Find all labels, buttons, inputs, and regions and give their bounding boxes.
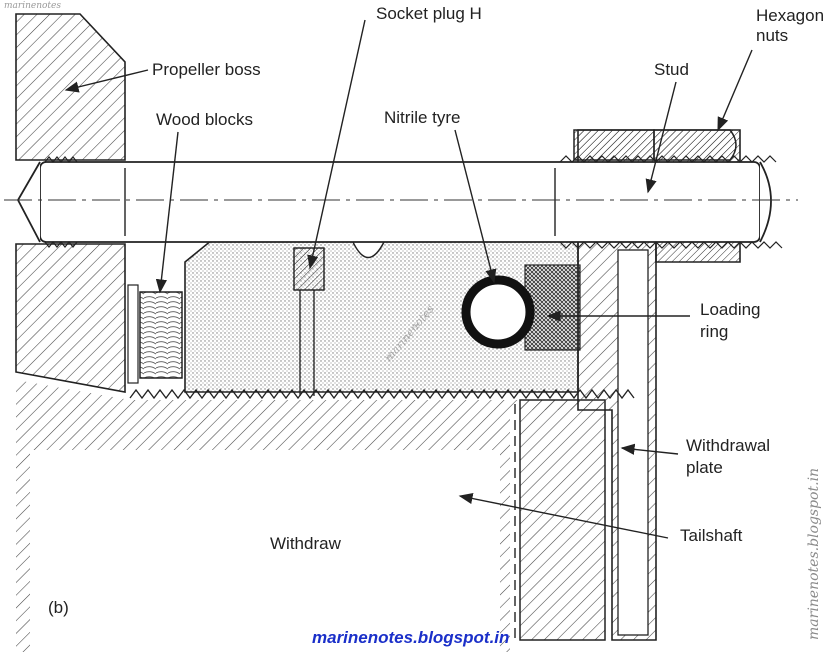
credit-link[interactable]: marinenotes.blogspot.in bbox=[312, 628, 510, 647]
leader-withdrawal-plate bbox=[620, 443, 679, 455]
watermark-side: marinenotes.blogspot.in bbox=[806, 467, 822, 640]
label-loading-ring-line1: Loading bbox=[700, 300, 761, 319]
leader-nitrile-tyre bbox=[454, 129, 497, 284]
wood-block bbox=[139, 291, 183, 379]
label-withdrawal-plate-line2: plate bbox=[686, 458, 723, 477]
stud-right-tip bbox=[759, 161, 772, 243]
label-wood-blocks: Wood blocks bbox=[156, 110, 254, 129]
stud-right-thread bbox=[559, 155, 783, 249]
label-propeller-boss: Propeller boss bbox=[152, 60, 261, 79]
hexagon-nut-left bbox=[573, 129, 655, 161]
socket-plug-h bbox=[293, 247, 325, 291]
label-withdraw: Withdraw bbox=[270, 534, 341, 553]
threads bbox=[129, 388, 635, 400]
wood-block-gap bbox=[127, 284, 139, 384]
label-tailshaft: Tailshaft bbox=[680, 526, 743, 545]
leader-stud bbox=[645, 81, 677, 194]
stud-left-tip bbox=[16, 161, 41, 243]
leader-tailshaft bbox=[458, 493, 669, 539]
leader-wood-blocks bbox=[155, 131, 179, 294]
tailshaft-band bbox=[519, 399, 606, 641]
figure-tag: (b) bbox=[48, 598, 69, 617]
label-hexagon-nuts-line1: Hexagon bbox=[756, 6, 825, 25]
label-hexagon-nuts-line2: nuts bbox=[756, 26, 789, 45]
nitrile-tyre bbox=[461, 275, 535, 349]
hexagon-nut-right bbox=[653, 129, 737, 161]
withdrawal-plate-slot bbox=[617, 249, 649, 636]
leader-propeller-boss bbox=[64, 69, 149, 93]
leader-hexagon-nuts bbox=[717, 49, 753, 132]
withdraw-clear-area bbox=[30, 450, 500, 652]
loading-ring-notch bbox=[351, 239, 386, 259]
propeller-boss-upper bbox=[15, 13, 126, 161]
leader-socket-plug bbox=[307, 19, 366, 270]
label-stud: Stud bbox=[654, 60, 689, 79]
watermark-top-left: marinenotes bbox=[4, 1, 61, 11]
label-nitrile-tyre: Nitrile tyre bbox=[384, 108, 461, 127]
label-socket-plug: Socket plug H bbox=[376, 4, 482, 23]
propeller-boss-lower bbox=[15, 243, 126, 393]
stud-left-thread bbox=[44, 156, 78, 248]
label-loading-ring-line2: ring bbox=[700, 322, 729, 341]
label-withdrawal-plate-line1: Withdrawal bbox=[686, 436, 771, 455]
